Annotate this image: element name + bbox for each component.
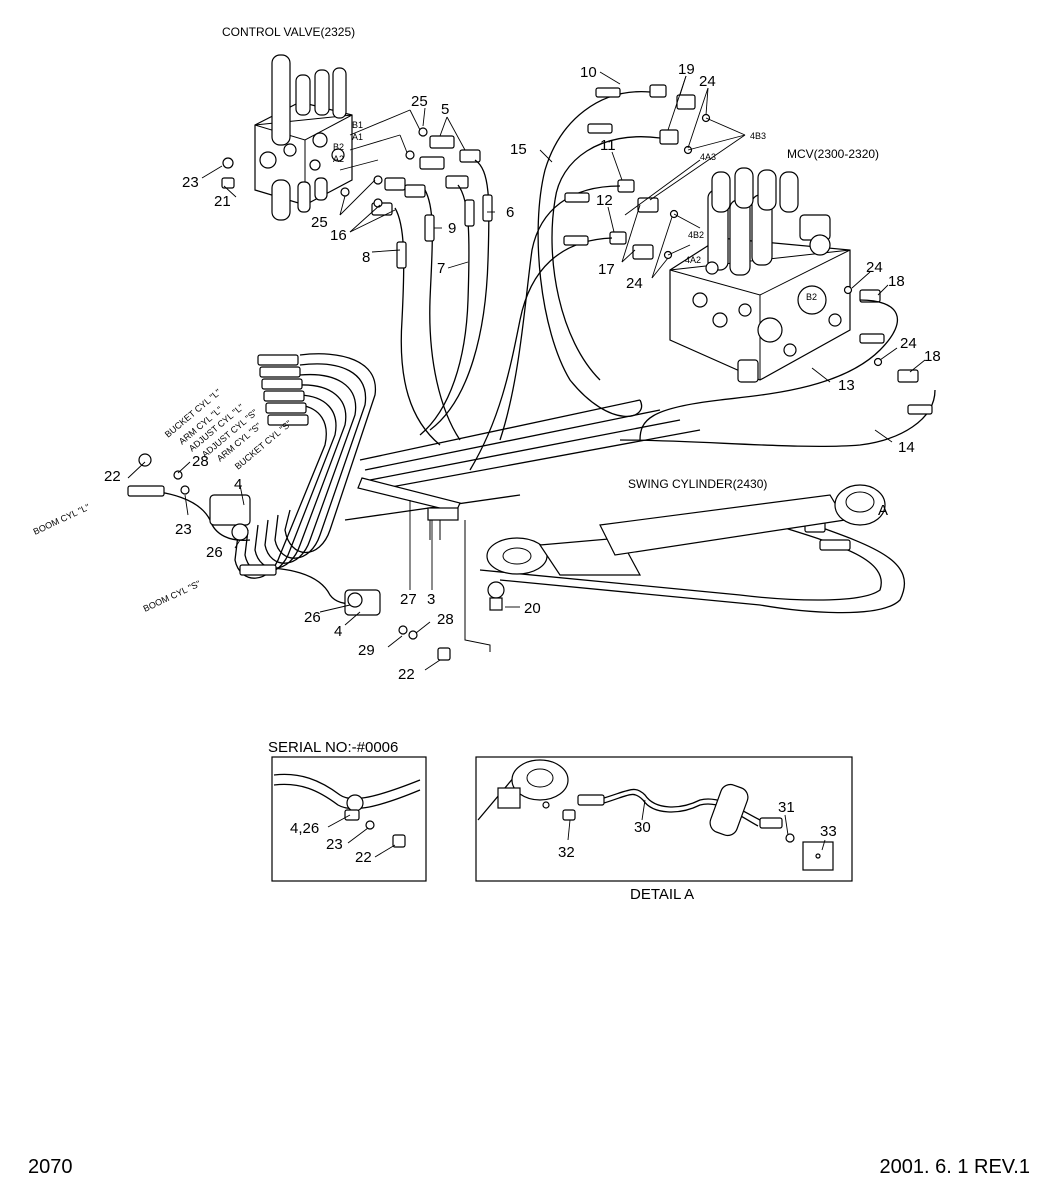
hose-runs bbox=[129, 91, 936, 614]
inset-callout-4-26: 4,26 bbox=[290, 820, 319, 837]
detail-callout-31: 31 bbox=[778, 799, 795, 816]
callout-4: 4 bbox=[234, 476, 242, 493]
control-valve-title: CONTROL VALVE(2325) bbox=[222, 25, 355, 39]
port-mark-a2: A2 bbox=[333, 154, 344, 164]
callout-24: 24 bbox=[900, 335, 917, 352]
control-valve-fittings bbox=[221, 127, 481, 216]
callout-25: 25 bbox=[411, 93, 428, 110]
callout-4: 4 bbox=[334, 623, 342, 640]
callout-8: 8 bbox=[362, 249, 370, 266]
detail-callout-30: 30 bbox=[634, 819, 651, 836]
port-mark-4a2: 4A2 bbox=[685, 255, 701, 265]
callout-22: 22 bbox=[398, 666, 415, 683]
hose-label-boom-l: BOOM CYL "L" bbox=[32, 502, 92, 537]
callout-17: 17 bbox=[598, 261, 615, 278]
callout-22: 22 bbox=[104, 468, 121, 485]
callout-23: 23 bbox=[182, 174, 199, 191]
callout-24: 24 bbox=[699, 73, 716, 90]
hose-end-fittings bbox=[127, 87, 933, 576]
callout-leaders bbox=[127, 71, 926, 671]
callout-13: 13 bbox=[838, 377, 855, 394]
callout-15: 15 bbox=[510, 141, 527, 158]
detail-callout-33: 33 bbox=[820, 823, 837, 840]
inset-callout-22: 22 bbox=[355, 849, 372, 866]
callout-3: 3 bbox=[427, 591, 435, 608]
callout-10: 10 bbox=[580, 64, 597, 81]
callout-18: 18 bbox=[888, 273, 905, 290]
inset-callout-23: 23 bbox=[326, 836, 343, 853]
callout-27: 27 bbox=[400, 591, 417, 608]
detail-a-inset-drawing bbox=[477, 759, 834, 871]
swing-cylinder bbox=[486, 484, 886, 611]
callout-12: 12 bbox=[596, 192, 613, 209]
revision-stamp: 2001. 6. 1 REV.1 bbox=[880, 1156, 1031, 1178]
callout-29: 29 bbox=[358, 642, 375, 659]
callout-19: 19 bbox=[678, 61, 695, 78]
callout-14: 14 bbox=[898, 439, 915, 456]
swing-cylinder-title: SWING CYLINDER(2430) bbox=[628, 477, 767, 491]
port-mark-b1: B1 bbox=[352, 120, 363, 130]
callout-28: 28 bbox=[192, 453, 209, 470]
detail-callout-32: 32 bbox=[558, 844, 575, 861]
port-mark-4a3: 4A3 bbox=[700, 152, 716, 162]
callout-21: 21 bbox=[214, 193, 231, 210]
callout-11: 11 bbox=[600, 137, 616, 154]
hose-clamps bbox=[138, 453, 451, 661]
callout-18: 18 bbox=[924, 348, 941, 365]
port-mark-a1: A1 bbox=[352, 132, 363, 142]
callout-26: 26 bbox=[304, 609, 321, 626]
callout-9: 9 bbox=[448, 220, 456, 237]
page-number: 2070 bbox=[28, 1156, 73, 1178]
callout-7: 7 bbox=[437, 260, 445, 277]
callout-24: 24 bbox=[626, 275, 643, 292]
mcv-assembly bbox=[669, 167, 851, 383]
callout-25: 25 bbox=[311, 214, 328, 231]
callout-28: 28 bbox=[437, 611, 454, 628]
callout-26: 26 bbox=[206, 544, 223, 561]
hose-label-boom-s: BOOM CYL "S" bbox=[142, 579, 202, 614]
detail-a-marker: A bbox=[878, 502, 888, 519]
callout-6: 6 bbox=[506, 204, 514, 221]
port-mark-b2-mcv: B2 bbox=[806, 292, 817, 302]
port-mark-4b3: 4B3 bbox=[750, 131, 766, 141]
mcv-fittings bbox=[609, 84, 919, 383]
clamp-plate bbox=[357, 477, 491, 652]
callout-16: 16 bbox=[330, 227, 347, 244]
serial-no-inset-drawing bbox=[273, 773, 421, 858]
serial-no-title: SERIAL NO:-#0006 bbox=[268, 739, 398, 756]
callout-20: 20 bbox=[524, 600, 541, 617]
detail-a-title: DETAIL A bbox=[630, 886, 694, 903]
callout-24: 24 bbox=[866, 259, 883, 276]
control-valve-assembly bbox=[254, 54, 421, 221]
mcv-title: MCV(2300-2320) bbox=[787, 147, 879, 161]
callout-23: 23 bbox=[175, 521, 192, 538]
callout-5: 5 bbox=[441, 101, 449, 118]
port-mark-4b2: 4B2 bbox=[688, 230, 704, 240]
port-mark-b2: B2 bbox=[333, 142, 344, 152]
